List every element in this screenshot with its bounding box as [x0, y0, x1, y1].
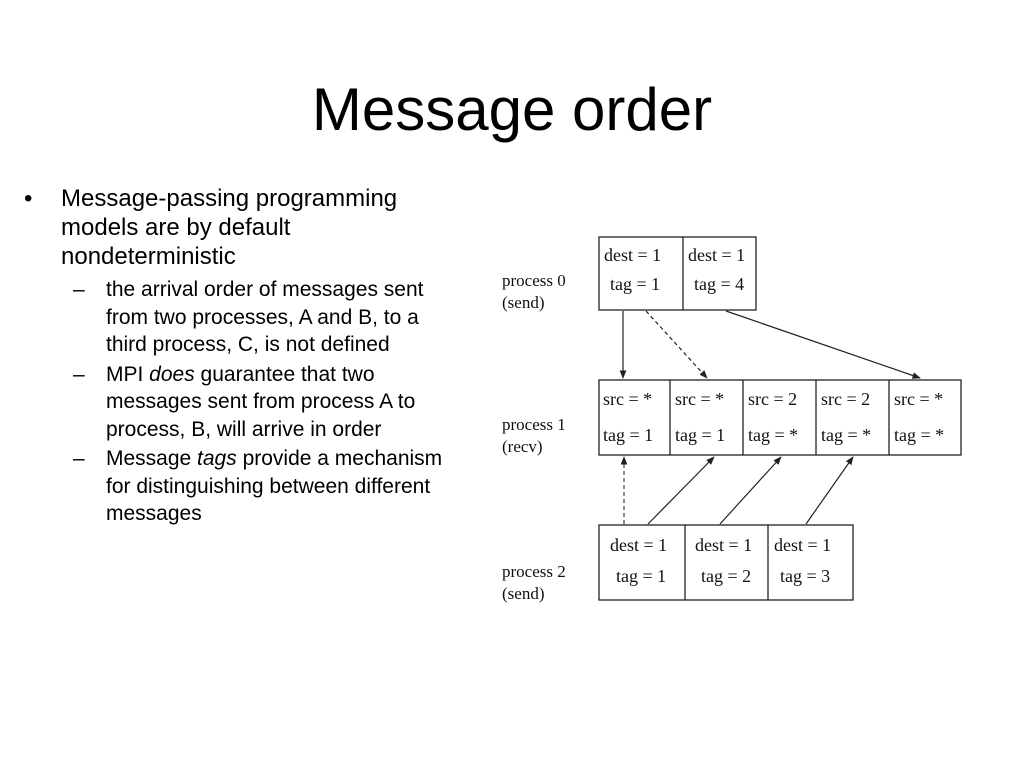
- process2-cell3-dest: dest = 1: [774, 535, 831, 555]
- slide-title: Message order: [311, 76, 713, 143]
- sub-bullet-3-text-a: Message: [106, 447, 198, 470]
- arrow-p0-to-p1-cell5: [725, 310, 921, 379]
- process2-cell2-tag: tag = 2: [701, 566, 751, 586]
- process1-cell3-src: src = 2: [748, 389, 797, 409]
- sub-bullet-1: – the arrival order of messages sent fro…: [20, 276, 460, 359]
- process0-cell1-dest: dest = 1: [604, 245, 661, 265]
- process2-box: dest = 1 tag = 1 dest = 1 tag = 2 dest =…: [598, 524, 854, 601]
- process1-cell2-src: src = *: [675, 389, 724, 409]
- process1-box: src = * tag = 1 src = * tag = 1 src = 2 …: [598, 379, 962, 456]
- process2-label: process 2: [502, 562, 566, 581]
- bullet-list: • Message-passing programming models are…: [20, 184, 460, 528]
- sub-bullet-3: – Message tags provide a mechanism for d…: [20, 445, 460, 528]
- process1-cell1-src: src = *: [603, 389, 652, 409]
- bullet-main-text: Message-passing programming models are b…: [61, 185, 398, 270]
- process1-cell1-tag: tag = 1: [603, 425, 653, 445]
- sub-bullet-dash: –: [73, 362, 85, 386]
- process0-cell2-dest: dest = 1: [688, 245, 745, 265]
- process2-cell1-dest: dest = 1: [610, 535, 667, 555]
- process1-cell5-src: src = *: [894, 389, 943, 409]
- process2-cell3-tag: tag = 3: [780, 566, 830, 586]
- sub-bullet-2-text-a: MPI: [106, 362, 150, 386]
- process0-mode: (send): [502, 293, 544, 312]
- sub-bullet-2: – MPI does guarantee that two messages s…: [20, 361, 460, 444]
- arrow-p2-to-p1-cell2: [647, 456, 715, 525]
- sub-bullet-2-emphasis: does: [149, 362, 195, 386]
- process1-cell3-tag: tag = *: [748, 425, 798, 445]
- sub-bullet-dash: –: [73, 447, 85, 470]
- process2-mode: (send): [502, 584, 544, 603]
- process2-cell1-tag: tag = 1: [616, 566, 666, 586]
- process1-label: process 1: [502, 415, 566, 434]
- sub-bullet-1-text: the arrival order of messages sent from …: [106, 278, 424, 356]
- sub-bullet-2-text-b: guarantee that two messages sent from pr…: [106, 362, 416, 441]
- process0-label: process 0: [502, 271, 566, 290]
- process1-cell2-tag: tag = 1: [675, 425, 725, 445]
- bullet-dot: •: [24, 185, 33, 212]
- dashed-arrow-p0-to-p1-cell2: [645, 310, 708, 379]
- process2-cell2-dest: dest = 1: [695, 535, 752, 555]
- sub-bullet-dash: –: [73, 278, 85, 301]
- sub-bullet-list: – the arrival order of messages sent fro…: [20, 276, 460, 528]
- process1-cell4-src: src = 2: [821, 389, 870, 409]
- arrow-p2-to-p1-cell3: [719, 456, 782, 525]
- process0-box: dest = 1 tag = 1 dest = 1 tag = 4: [598, 236, 757, 311]
- process0-cell1-tag: tag = 1: [610, 274, 660, 294]
- arrow-p2-to-p1-cell4: [805, 456, 854, 525]
- bullet-main: • Message-passing programming models are…: [20, 184, 460, 271]
- sub-bullet-3-emphasis: tags: [197, 447, 237, 470]
- process1-mode: (recv): [502, 437, 543, 456]
- process1-cell4-tag: tag = *: [821, 425, 871, 445]
- sub-bullet-3-text-b: provide a mechanism for distinguishing b…: [106, 447, 443, 525]
- process1-cell5-tag: tag = *: [894, 425, 944, 445]
- message-order-diagram: process 0 (send) process 1 (recv) proces…: [502, 236, 962, 603]
- process0-cell2-tag: tag = 4: [694, 274, 744, 294]
